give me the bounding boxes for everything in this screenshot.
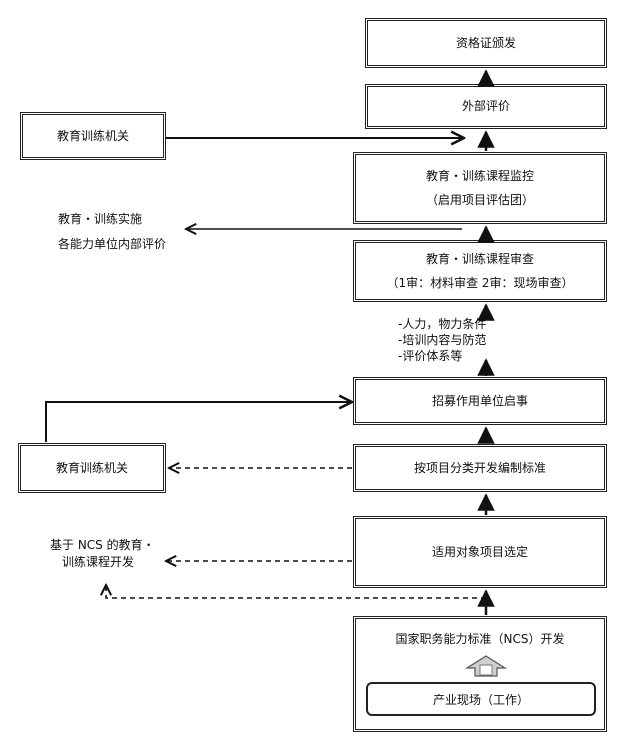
internal-evaluation-line1: 教育・训练实施: [58, 212, 143, 226]
condition-item: -人力，物力条件: [398, 317, 487, 331]
ncs-course-line1: 基于 NCS 的教育・: [50, 538, 155, 552]
industry-field-label: 产业现场（工作）: [432, 692, 529, 707]
arrow-ncs-to-course: [106, 585, 486, 599]
education-institution-mid-box: 教育训练机关: [18, 443, 166, 493]
develop-standards-box: 按项目分类开发编制标准: [353, 444, 607, 492]
arrow-institution-to-recruit: [45, 402, 352, 442]
recruit-unit-box: 招募作用单位启事: [353, 377, 607, 425]
external-evaluation-label: 外部评价: [461, 99, 510, 114]
internal-evaluation-text: 教育・训练实施 各能力单位内部评价: [58, 211, 166, 254]
external-evaluation-box: 外部评价: [365, 84, 607, 129]
industry-field-box: 产业现场（工作）: [366, 682, 596, 716]
ncs-course-line2: 训练课程开发: [62, 555, 135, 570]
select-target-box: 适用对象项目选定: [353, 516, 607, 588]
course-monitoring-label: 教育・训练课程监控: [425, 168, 534, 183]
select-target-label: 适用对象项目选定: [431, 544, 528, 559]
condition-item: -培训内容与防范: [398, 333, 487, 348]
course-monitoring-box: 教育・训练课程监控 （启用项目评估团）: [353, 152, 607, 224]
education-institution-mid-label: 教育训练机关: [55, 460, 128, 475]
certificate-issue-label: 资格证颁发: [455, 35, 516, 50]
ncs-course-text: 基于 NCS 的教育・ 训练课程开发: [50, 537, 155, 572]
conditions-list: -人力，物力条件 -培训内容与防范 -评价体系等: [398, 316, 486, 365]
education-institution-top-box: 教育训练机关: [20, 112, 166, 160]
internal-evaluation-line2: 各能力单位内部评价: [58, 237, 167, 252]
course-monitoring-sub: （启用项目评估团）: [425, 193, 534, 207]
develop-standards-label: 按项目分类开发编制标准: [413, 460, 546, 475]
course-review-sub: （1审：材料审查 2审：现场审查）: [386, 276, 574, 290]
condition-item: -评价体系等: [398, 349, 463, 364]
certificate-issue-box: 资格证颁发: [365, 18, 607, 68]
course-review-label: 教育・训练课程审查: [425, 251, 534, 266]
education-institution-top-label: 教育训练机关: [56, 128, 129, 143]
recruit-unit-label: 招募作用单位启事: [431, 393, 528, 408]
ncs-development-label: 国家职务能力标准（NCS）开发: [395, 632, 565, 646]
